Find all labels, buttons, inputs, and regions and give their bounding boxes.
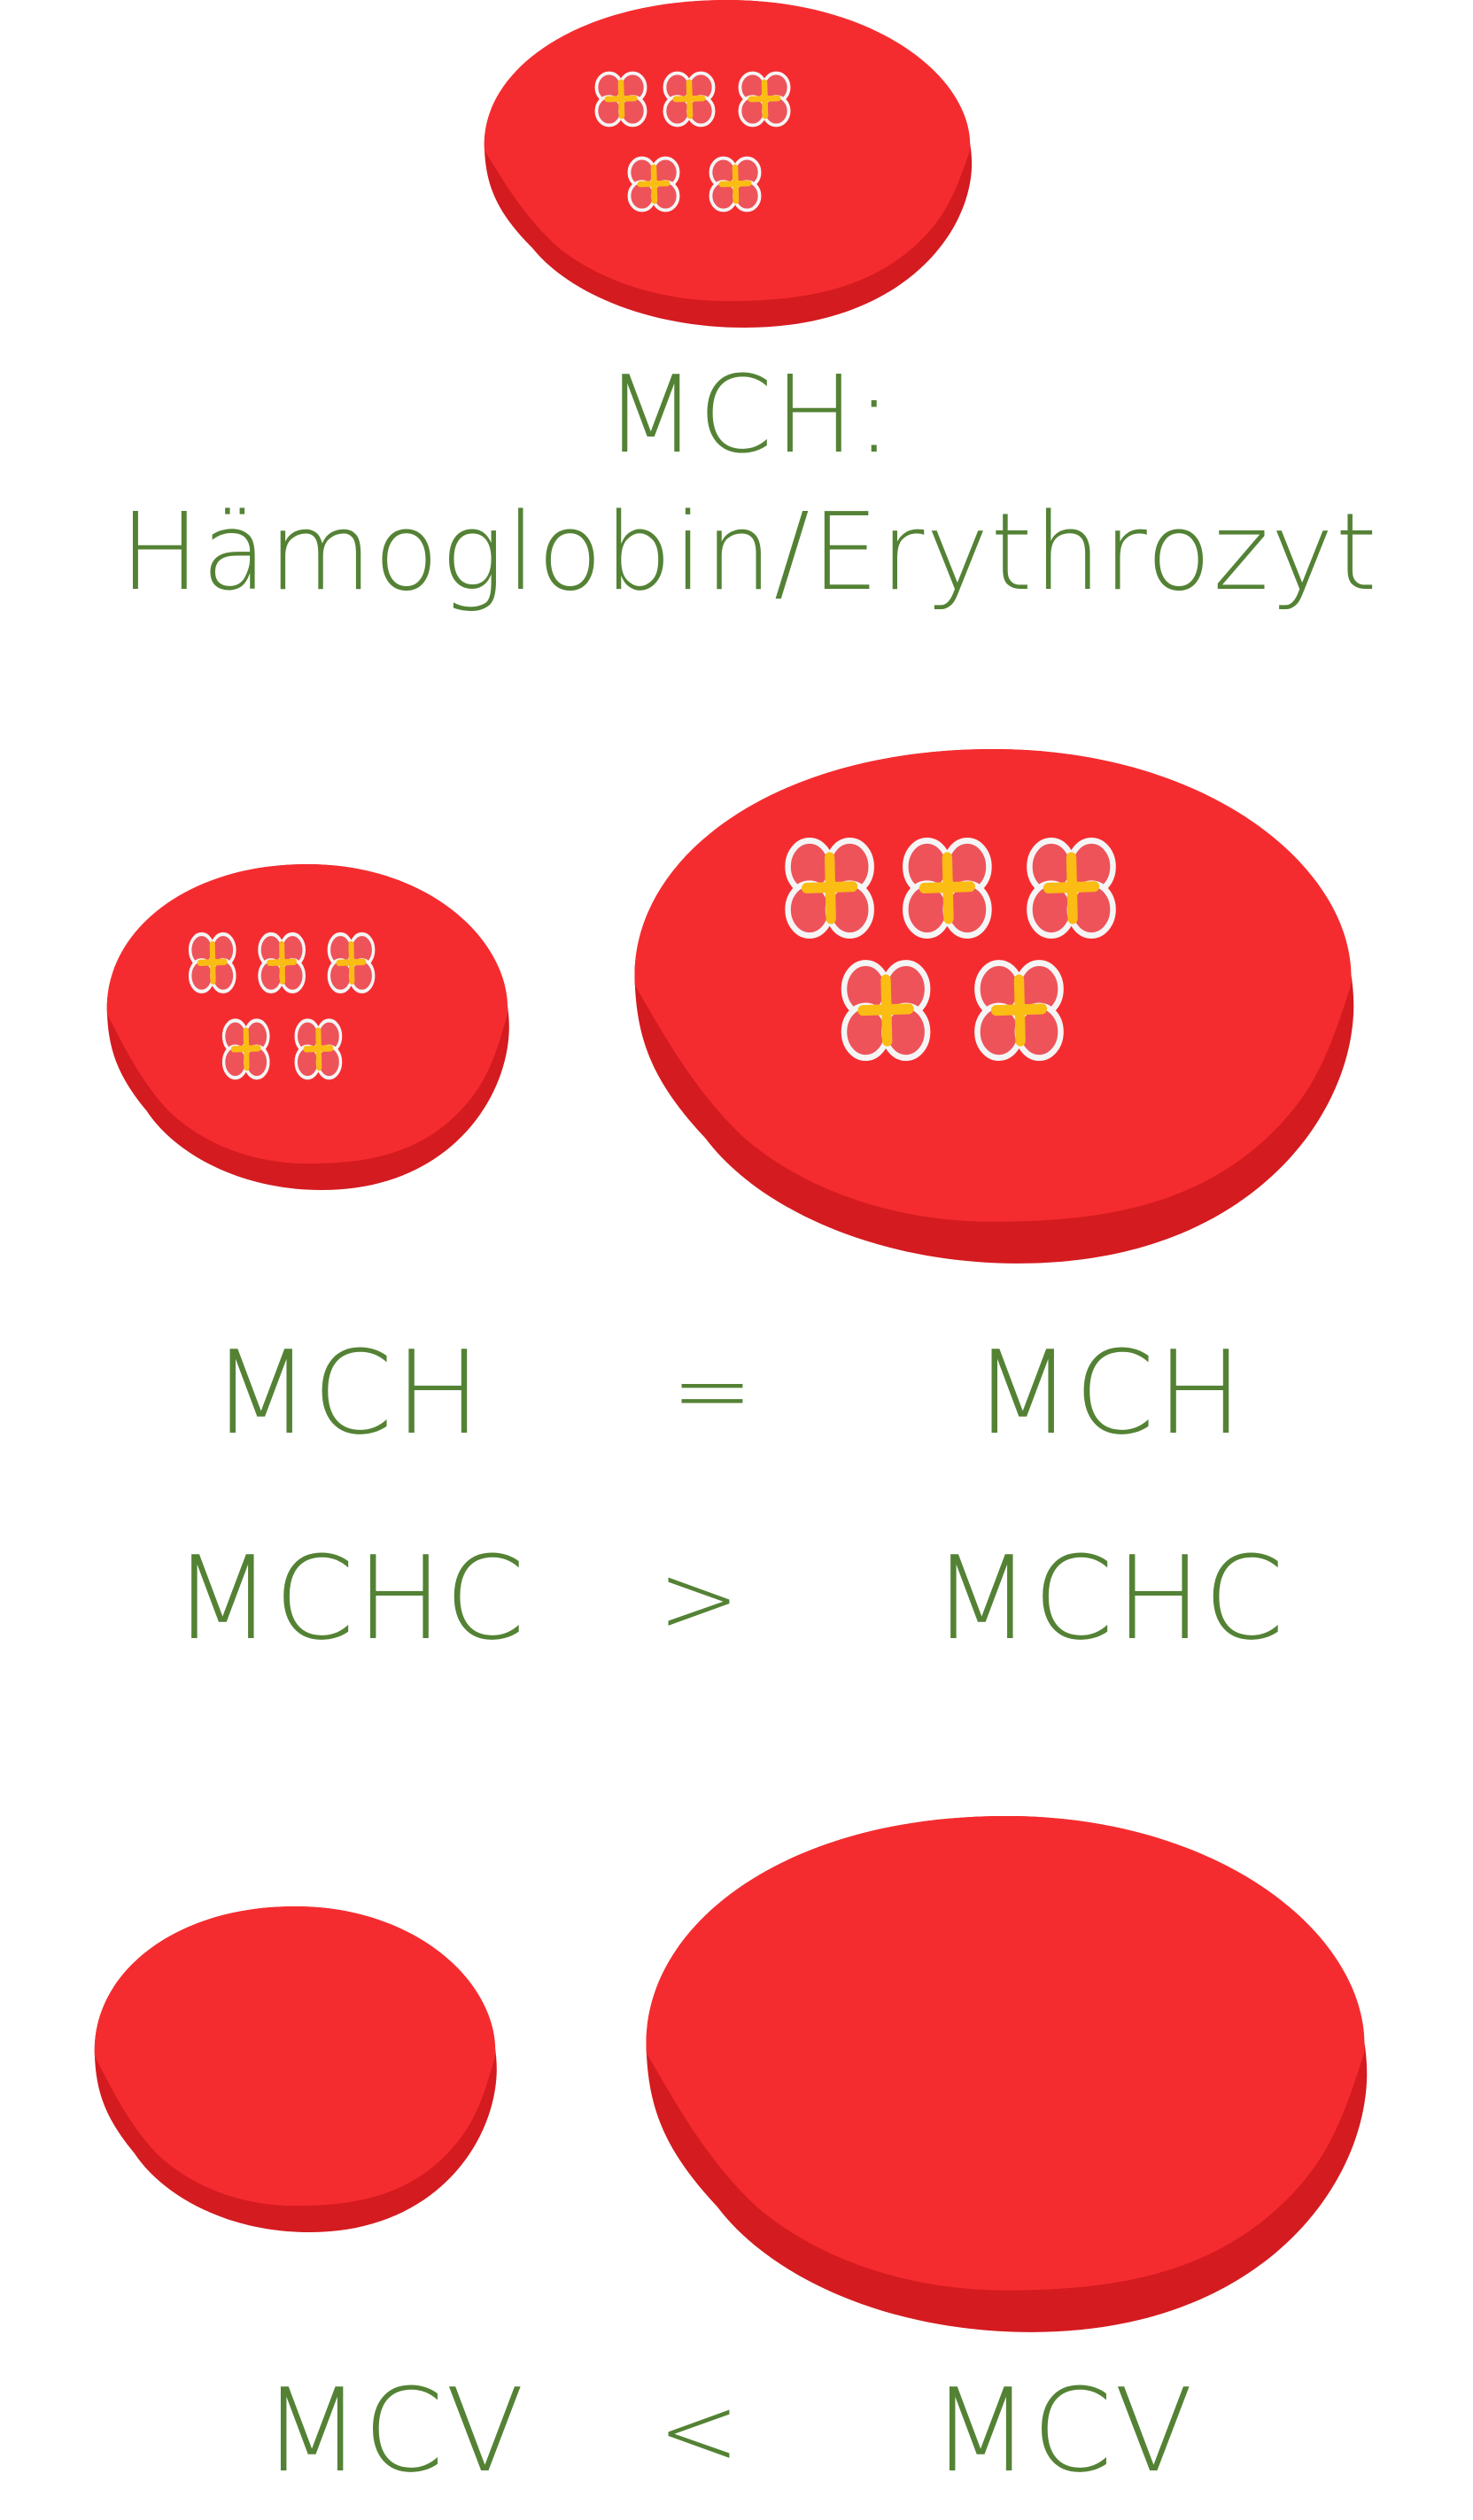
hemoglobin-molecule-icon	[740, 73, 788, 126]
hemoglobin-molecule-icon	[296, 1020, 340, 1078]
hemoglobin-molecule-icon	[596, 73, 645, 126]
mchc-right-label: MCHC	[932, 1531, 1286, 1666]
mcv-right-label: MCV	[931, 2363, 1195, 2498]
less-than-operator: <	[657, 2374, 742, 2487]
mchc-left-label: MCHC	[173, 1531, 527, 1666]
greater-than-operator: >	[657, 1542, 742, 1655]
mcv-left-label: MCV	[262, 2363, 526, 2498]
large-red-blood-cell-volume	[639, 1816, 1372, 2335]
hemoglobin-molecule-icon	[190, 934, 235, 992]
mch-left-label: MCH	[211, 1326, 484, 1460]
top-red-blood-cell	[479, 0, 975, 329]
hemoglobin-molecule-icon	[977, 963, 1060, 1058]
hemoglobin-molecule-icon	[629, 158, 678, 211]
hemoglobin-molecule-icon	[260, 934, 304, 992]
hemoglobin-molecule-icon	[788, 840, 872, 935]
hemoglobin-molecule-icon	[710, 158, 759, 211]
hemoglobin-molecule-icon	[844, 963, 927, 1058]
hemoglobin-molecule-icon	[905, 840, 988, 935]
hemoglobin-molecule-icon	[329, 934, 373, 992]
large-red-blood-cell-with-hemoglobin	[627, 749, 1359, 1266]
small-red-blood-cell-volume	[90, 1906, 500, 2234]
hemoglobin-molecule-icon	[224, 1020, 268, 1078]
hemoglobin-molecule-icon	[1029, 840, 1113, 935]
small-red-blood-cell-with-hemoglobin	[103, 864, 512, 1192]
mch-right-label: MCH	[973, 1326, 1245, 1460]
hemoglobin-molecule-icon	[664, 73, 713, 126]
equals-operator: =	[671, 1333, 756, 1447]
title-line-2: Hämoglobin/Erythrozyt	[120, 491, 1379, 615]
title-line-1: MCH:	[605, 354, 894, 477]
